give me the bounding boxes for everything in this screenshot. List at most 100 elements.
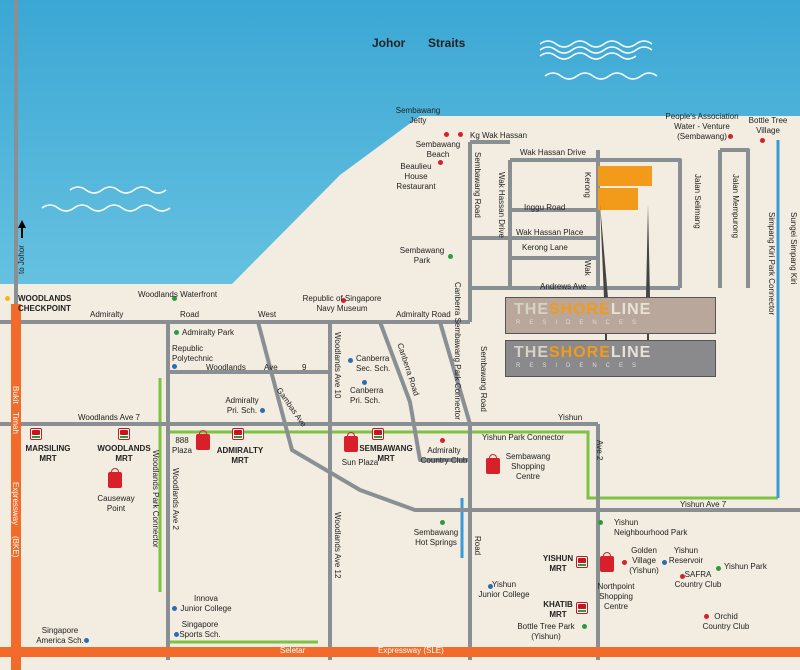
place-sembawang-jetty: Sembawang Jetty xyxy=(395,106,441,125)
brand-tagline-2: RESIDENCES xyxy=(516,363,646,369)
development-block-2 xyxy=(598,188,638,210)
marsiling-mrt-icon xyxy=(30,428,42,440)
yishun-np-marker xyxy=(598,520,603,525)
road-kerong-lane: Kerong Lane xyxy=(522,243,568,252)
place-beaulieu: Beaulieu House Restaurant xyxy=(396,162,436,191)
safra-marker xyxy=(680,574,685,579)
road-jalan-selimang: Jalan Selimang xyxy=(693,174,702,229)
water-label-straits: Straits xyxy=(428,36,466,50)
brand-logo: THESHORELINE xyxy=(514,301,651,319)
road-bke-2: Timah xyxy=(11,412,20,434)
pa-marker xyxy=(728,134,733,139)
road-wak-hassan: Wak Hassan Drive xyxy=(520,148,586,157)
road-road-1: Road xyxy=(180,310,200,319)
place-yishun-park: Yishun Park xyxy=(724,562,767,571)
brand-part1: THE xyxy=(514,301,549,318)
road-sle: Expressway (SLE) xyxy=(378,646,444,655)
road-sungei-simpang-kiri: Sungei Simpang Kiri xyxy=(789,212,798,285)
road-yishun-ave7: Yishun Ave 7 xyxy=(680,500,727,509)
road-seletar: Seletar xyxy=(280,646,306,655)
bottle-tree-village-marker xyxy=(760,138,765,143)
sembawang-mrt-icon xyxy=(372,428,384,440)
road-woodlands-ave9-a: Woodlands xyxy=(206,363,246,372)
place-bottle-tree-village: Bottle Tree Village xyxy=(748,116,788,135)
place-safra: SAFRA Country Club xyxy=(674,570,722,589)
road-wak: Wak xyxy=(583,260,592,276)
place-orchid-cc: Orchid Country Club xyxy=(702,612,750,631)
place-yishun-jc: Yishun Junior College xyxy=(478,580,530,599)
place-sembawang-park: Sembawang Park xyxy=(399,246,445,265)
admiralty-park-marker xyxy=(174,330,179,335)
place-888-plaza: 888 Plaza xyxy=(171,436,193,455)
road-sembawang-road: Sembawang Road xyxy=(479,346,488,412)
road-yishun-park-connector: Yishun Park Connector xyxy=(482,433,564,442)
place-woodlands-mrt: WOODLANDS MRT xyxy=(97,444,151,463)
yishun-jc-marker xyxy=(488,584,493,589)
road-woodlands-ave9-b: Ave xyxy=(264,363,278,372)
place-sembawang-sc: Sembawang Shopping Centre xyxy=(505,452,551,481)
hot-springs-marker xyxy=(440,520,445,525)
road-yishun: Yishun xyxy=(558,413,583,422)
road-wak-hassan-place: Wak Hassan Place xyxy=(516,228,584,237)
jetty-marker xyxy=(444,132,449,137)
place-canberra-pri: Canberra Pri. Sch. xyxy=(350,386,384,405)
place-yishun-reservoir: Yishun Reservoir xyxy=(668,546,704,565)
road-jalan-mempurong: Jalan Mempurong xyxy=(731,174,740,239)
canberra-sec-marker xyxy=(348,358,353,363)
road-bke-1: Bukit xyxy=(11,386,20,404)
brand-logo-2: THESHORELINE xyxy=(514,344,651,362)
place-admiralty-pri: Admiralty Pri. Sch. xyxy=(225,396,259,415)
place-innova-jc: Innova Junior College xyxy=(180,594,232,613)
road-kerong: Kerong xyxy=(583,172,592,198)
place-causeway-point: Causeway Point xyxy=(97,494,135,513)
pointer-icon xyxy=(600,204,608,298)
pointer-icon-2 xyxy=(646,204,650,298)
sembawang-sc-shopping-icon xyxy=(486,454,500,474)
admiralty-cc-marker xyxy=(440,438,445,443)
yishun-park-marker xyxy=(716,566,721,571)
place-admiralty-park: Admiralty Park xyxy=(182,328,235,337)
road-woodlands-ave9-c: 9 xyxy=(302,363,307,372)
road-admiralty-road: Admiralty Road xyxy=(396,310,451,319)
brand-part3-2: LINE xyxy=(610,344,652,361)
orchid-cc-marker xyxy=(704,614,709,619)
canberra-pri-marker xyxy=(362,380,367,385)
place-yishun-mrt: YISHUN MRT xyxy=(542,554,574,573)
innova-marker xyxy=(172,606,177,611)
road-woodlands-ave2: Woodlands Ave 2 xyxy=(171,468,180,530)
kg-wak-hassan-marker xyxy=(458,132,463,137)
water-label-johor: Johor xyxy=(372,36,406,50)
bottle-tree-park-marker xyxy=(582,624,587,629)
admiralty-pri-marker xyxy=(260,408,265,413)
place-admiralty-cc: Admiralty Country Club xyxy=(420,446,468,465)
road-sembawang-road-2: Sembawang Road xyxy=(473,152,482,218)
waterfront-marker xyxy=(172,296,177,301)
road-andrews-ave: Andrews Ave xyxy=(540,282,587,291)
road-wak-hassan-drive-v: Wak Hassan Drive xyxy=(497,172,506,238)
road-yishun-road: Road xyxy=(473,536,482,556)
yishun-reservoir-marker xyxy=(662,560,667,565)
road-yishun-ave2: Ave 2 xyxy=(595,440,604,461)
road-woodlands-ave7: Woodlands Ave 7 xyxy=(78,413,140,422)
sun-plaza-shopping-icon xyxy=(344,432,358,452)
poly-marker xyxy=(172,364,177,369)
place-admiralty-mrt: ADMIRALTY MRT xyxy=(216,446,264,465)
yishun-mrt-icon xyxy=(576,556,588,568)
place-woodlands-checkpoint: WOODLANDS CHECKPOINT xyxy=(18,294,72,313)
place-canberra-sec: Canberra Sec. Sch. xyxy=(356,354,391,373)
place-sembawang-mrt: SEMBAWANG MRT xyxy=(359,444,413,463)
road-bke-3: Expressway xyxy=(11,482,20,526)
road-kg-wak-hassan: Kg Wak Hassan xyxy=(470,131,528,140)
brand-banner-bottom: THESHORELINE RESIDENCES xyxy=(505,340,716,377)
place-sun-plaza: Sun Plaza xyxy=(341,458,379,467)
road-network xyxy=(0,140,800,660)
place-republic-poly: Republic Polytechnic xyxy=(172,344,213,363)
place-golden-village: Golden Village (Yishun) xyxy=(629,546,659,575)
road-bke-4: (BKE) xyxy=(11,536,20,558)
place-singapore-sports: Singapore Sports Sch. xyxy=(179,620,221,639)
johor-straits-water xyxy=(0,0,800,284)
woodlands-mrt-icon xyxy=(118,428,130,440)
brand-part2: SHORE xyxy=(549,301,611,318)
